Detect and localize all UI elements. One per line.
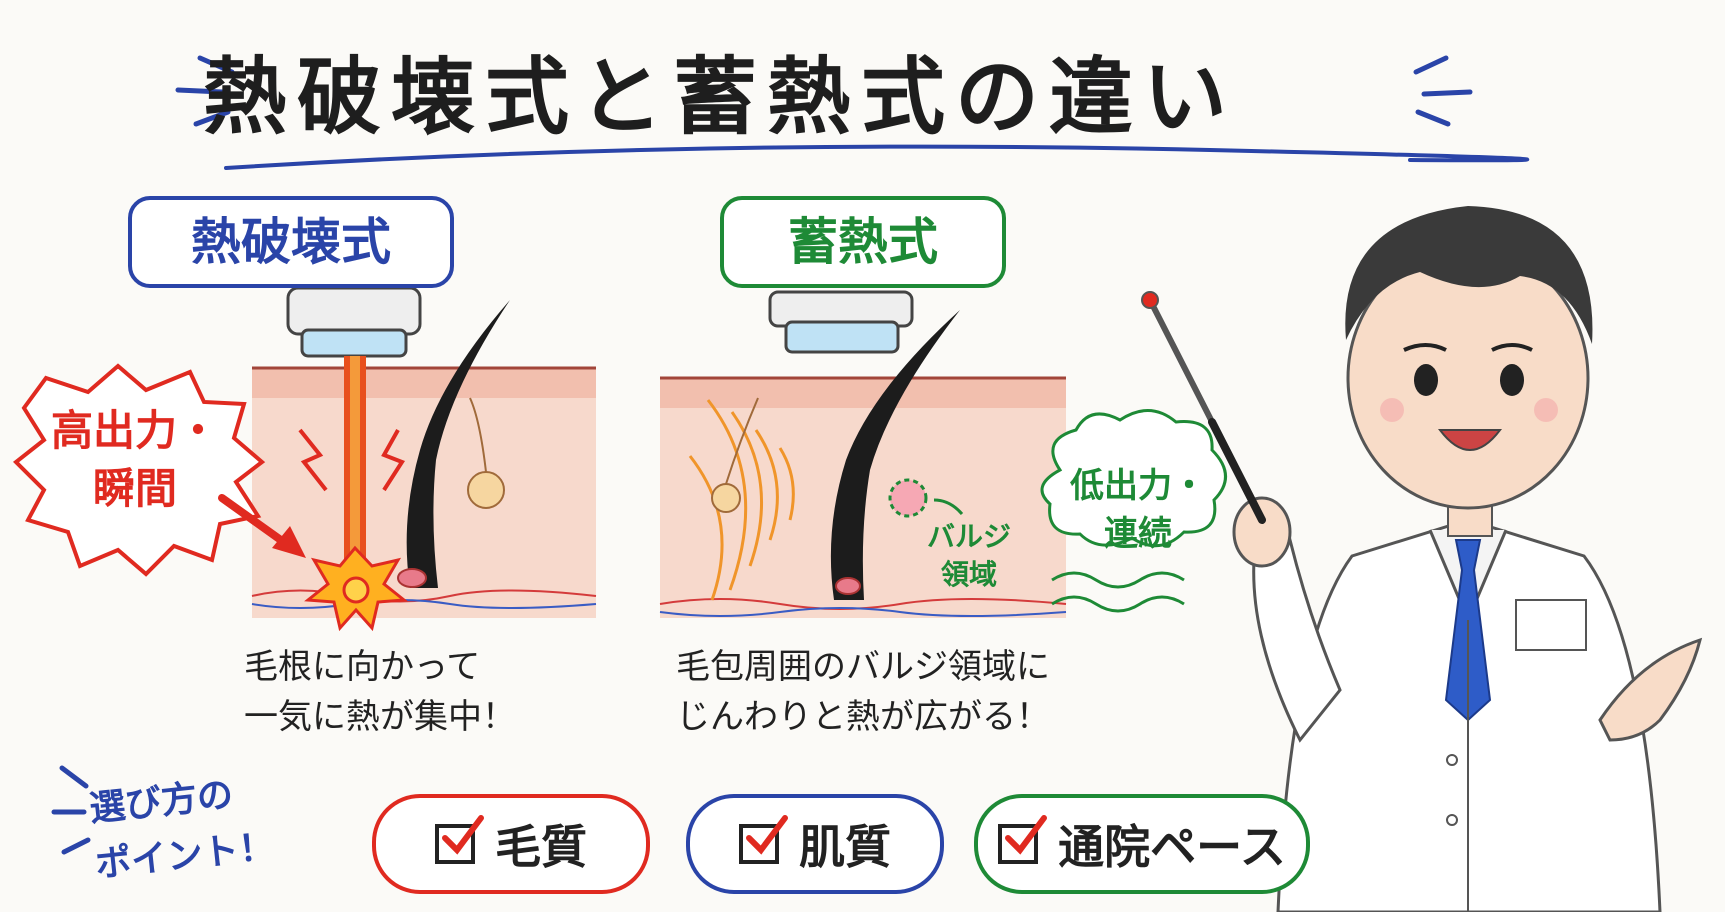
bulge-label: バルジ 領域 [914,518,1024,594]
burst-text: 高出力・ 瞬間 [40,402,230,518]
burst-shape [12,363,266,577]
cloud-shape [1040,409,1227,548]
cloud-line-2: 連続 [1104,514,1172,554]
bulge-line-2: 領域 [940,558,997,591]
left-caption: 毛根に向かって 一気に熱が集中！ [244,642,516,742]
points-heading: 選び方の ポイント！ [87,758,327,893]
point-label: 毛質 [495,820,587,874]
cloud-line-1: 低出力・ [1070,466,1206,506]
title-accent-left [175,55,235,127]
point-pill-hair-quality: 毛質 [372,794,650,894]
right-skin-diagram [659,290,1067,618]
page-title: 熱破壊式と蓄熱式の違い [202,48,1237,146]
checkbox-icon [435,815,484,864]
doctor-character [1232,206,1703,912]
label-thermal-destruction: 熱破壊式 [128,196,454,288]
right-caption: 毛包周囲のバルジ領域に じんわりと熱が広がる！ [676,642,1050,742]
wave-lines [1051,571,1185,613]
checkbox-icon [739,815,788,864]
right-caption-line-2: じんわりと熱が広がる！ [676,697,1050,737]
point-pill-visit-pace: 通院ペース [974,794,1310,894]
laser-head-icon [286,286,422,336]
title-underline [224,144,1529,170]
checkbox-icon [998,815,1048,864]
label-heat-storage: 蓄熱式 [720,196,1006,288]
point-label: 通院ペース [1058,820,1286,874]
burst-line-1: 高出力・ [50,406,219,455]
point-label: 肌質 [799,820,891,874]
burst-line-2: 瞬間 [92,464,177,513]
pointer-stick-icon [1141,291,1266,524]
right-caption-line-1: 毛包周囲のバルジ領域に [676,647,1050,687]
bulge-line-1: バルジ [926,520,1011,553]
cloud-text: 低出力・ 連続 [1058,462,1218,558]
left-skin-diagram [251,286,597,632]
title-accent-right [1413,55,1473,127]
heat-wave-icon [688,399,795,601]
points-accent [51,765,91,855]
point-pill-skin-quality: 肌質 [686,794,944,894]
left-caption-line-2: 一気に熱が集中！ [244,697,516,737]
left-caption-line-1: 毛根に向かって [244,647,481,687]
